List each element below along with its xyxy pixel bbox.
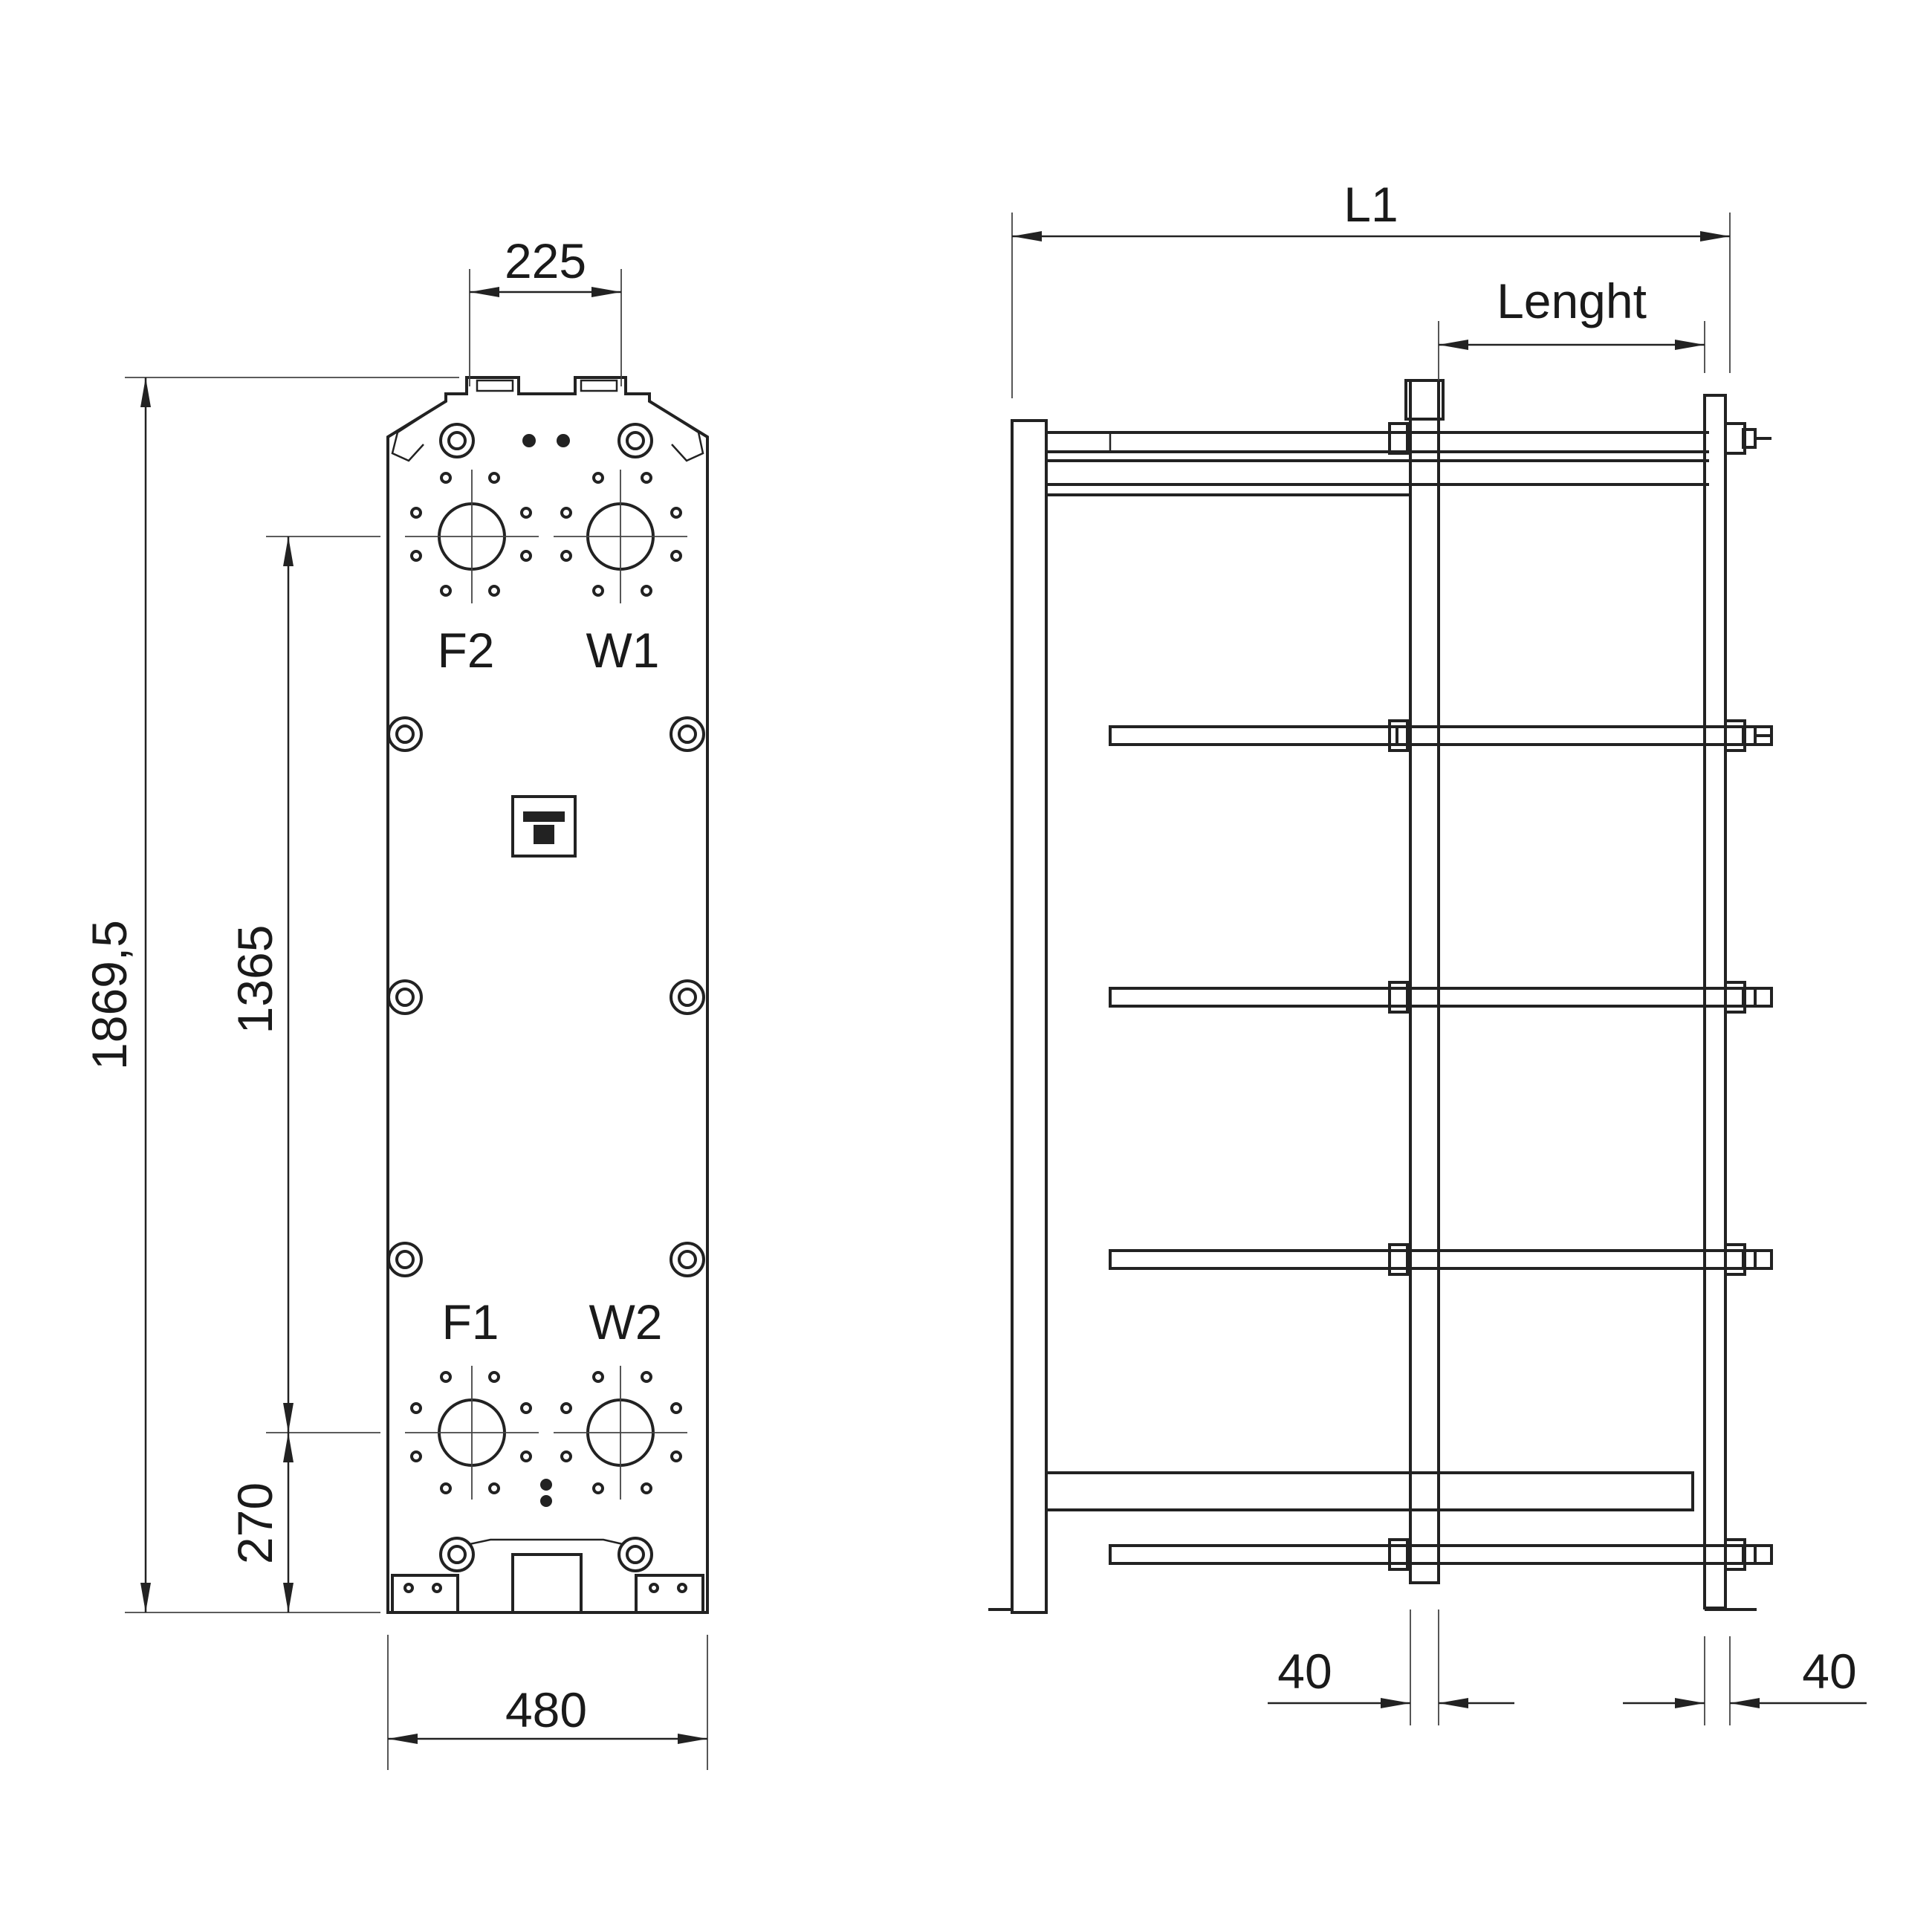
bolt-row-2	[1109, 981, 1773, 1014]
dim-225-label: 225	[505, 233, 586, 288]
dim-480: 480	[387, 1635, 708, 1770]
dim-1869-5-label: 1869,5	[82, 920, 137, 1070]
bolt-row-top	[1388, 422, 1771, 455]
dim-l1-label: L1	[1343, 177, 1398, 232]
dim-lenght: Lenght	[1438, 273, 1705, 380]
frame-plate-outline	[386, 376, 709, 1614]
dim-l1: L1	[1011, 177, 1731, 398]
top-carrying-bar	[1046, 431, 1709, 496]
port-label-w1: W1	[586, 623, 660, 678]
port-label-f1: F1	[441, 1294, 499, 1349]
pressure-plate	[1404, 379, 1445, 1584]
dim-270-label: 270	[227, 1482, 282, 1564]
dim-40-support-column: 40	[1623, 1636, 1867, 1725]
dim-lenght-label: Lenght	[1497, 273, 1647, 328]
bottom-guide-bar	[1045, 1471, 1694, 1511]
dim-40-support-column-label: 40	[1802, 1644, 1856, 1699]
nameplate	[511, 795, 577, 858]
bottom-feet	[391, 1538, 704, 1614]
dim-480-label: 480	[505, 1682, 587, 1737]
top-lifting-lugs	[476, 379, 618, 392]
bolt-row-3	[1109, 1243, 1773, 1276]
frame-top-notch-right	[649, 400, 704, 462]
drain-holes	[540, 1479, 552, 1507]
dim-1365-label: 1365	[227, 925, 282, 1034]
dim-40-pressure-plate: 40	[1268, 1610, 1514, 1725]
side-view: L1 Lenght 40 40	[988, 177, 1867, 1725]
front-view: F2 W1 F1 W2 225 1869,5 1365 270	[82, 233, 709, 1770]
dim-270: 270	[227, 1433, 294, 1612]
support-column	[1703, 394, 1757, 1611]
dim-225: 225	[469, 233, 622, 386]
bolt-row-1	[1109, 719, 1773, 752]
frame-top-notch-left	[391, 400, 447, 462]
port-label-w2: W2	[589, 1294, 663, 1349]
port-w2	[554, 1366, 687, 1500]
fixed-frame-plate	[1011, 419, 1048, 1614]
dim-1365: 1365	[227, 536, 380, 1433]
port-f1	[405, 1366, 539, 1500]
port-f2	[405, 470, 539, 603]
top-guide-bolts	[439, 423, 653, 458]
port-label-f2: F2	[437, 623, 494, 678]
dim-1869-5: 1869,5	[82, 377, 459, 1613]
tightening-bolts	[387, 716, 705, 1572]
port-w1	[554, 470, 687, 603]
dim-40-pressure-plate-label: 40	[1277, 1644, 1332, 1699]
side-tightening-bolts	[1109, 422, 1773, 1571]
bolt-row-4	[1109, 1538, 1773, 1571]
